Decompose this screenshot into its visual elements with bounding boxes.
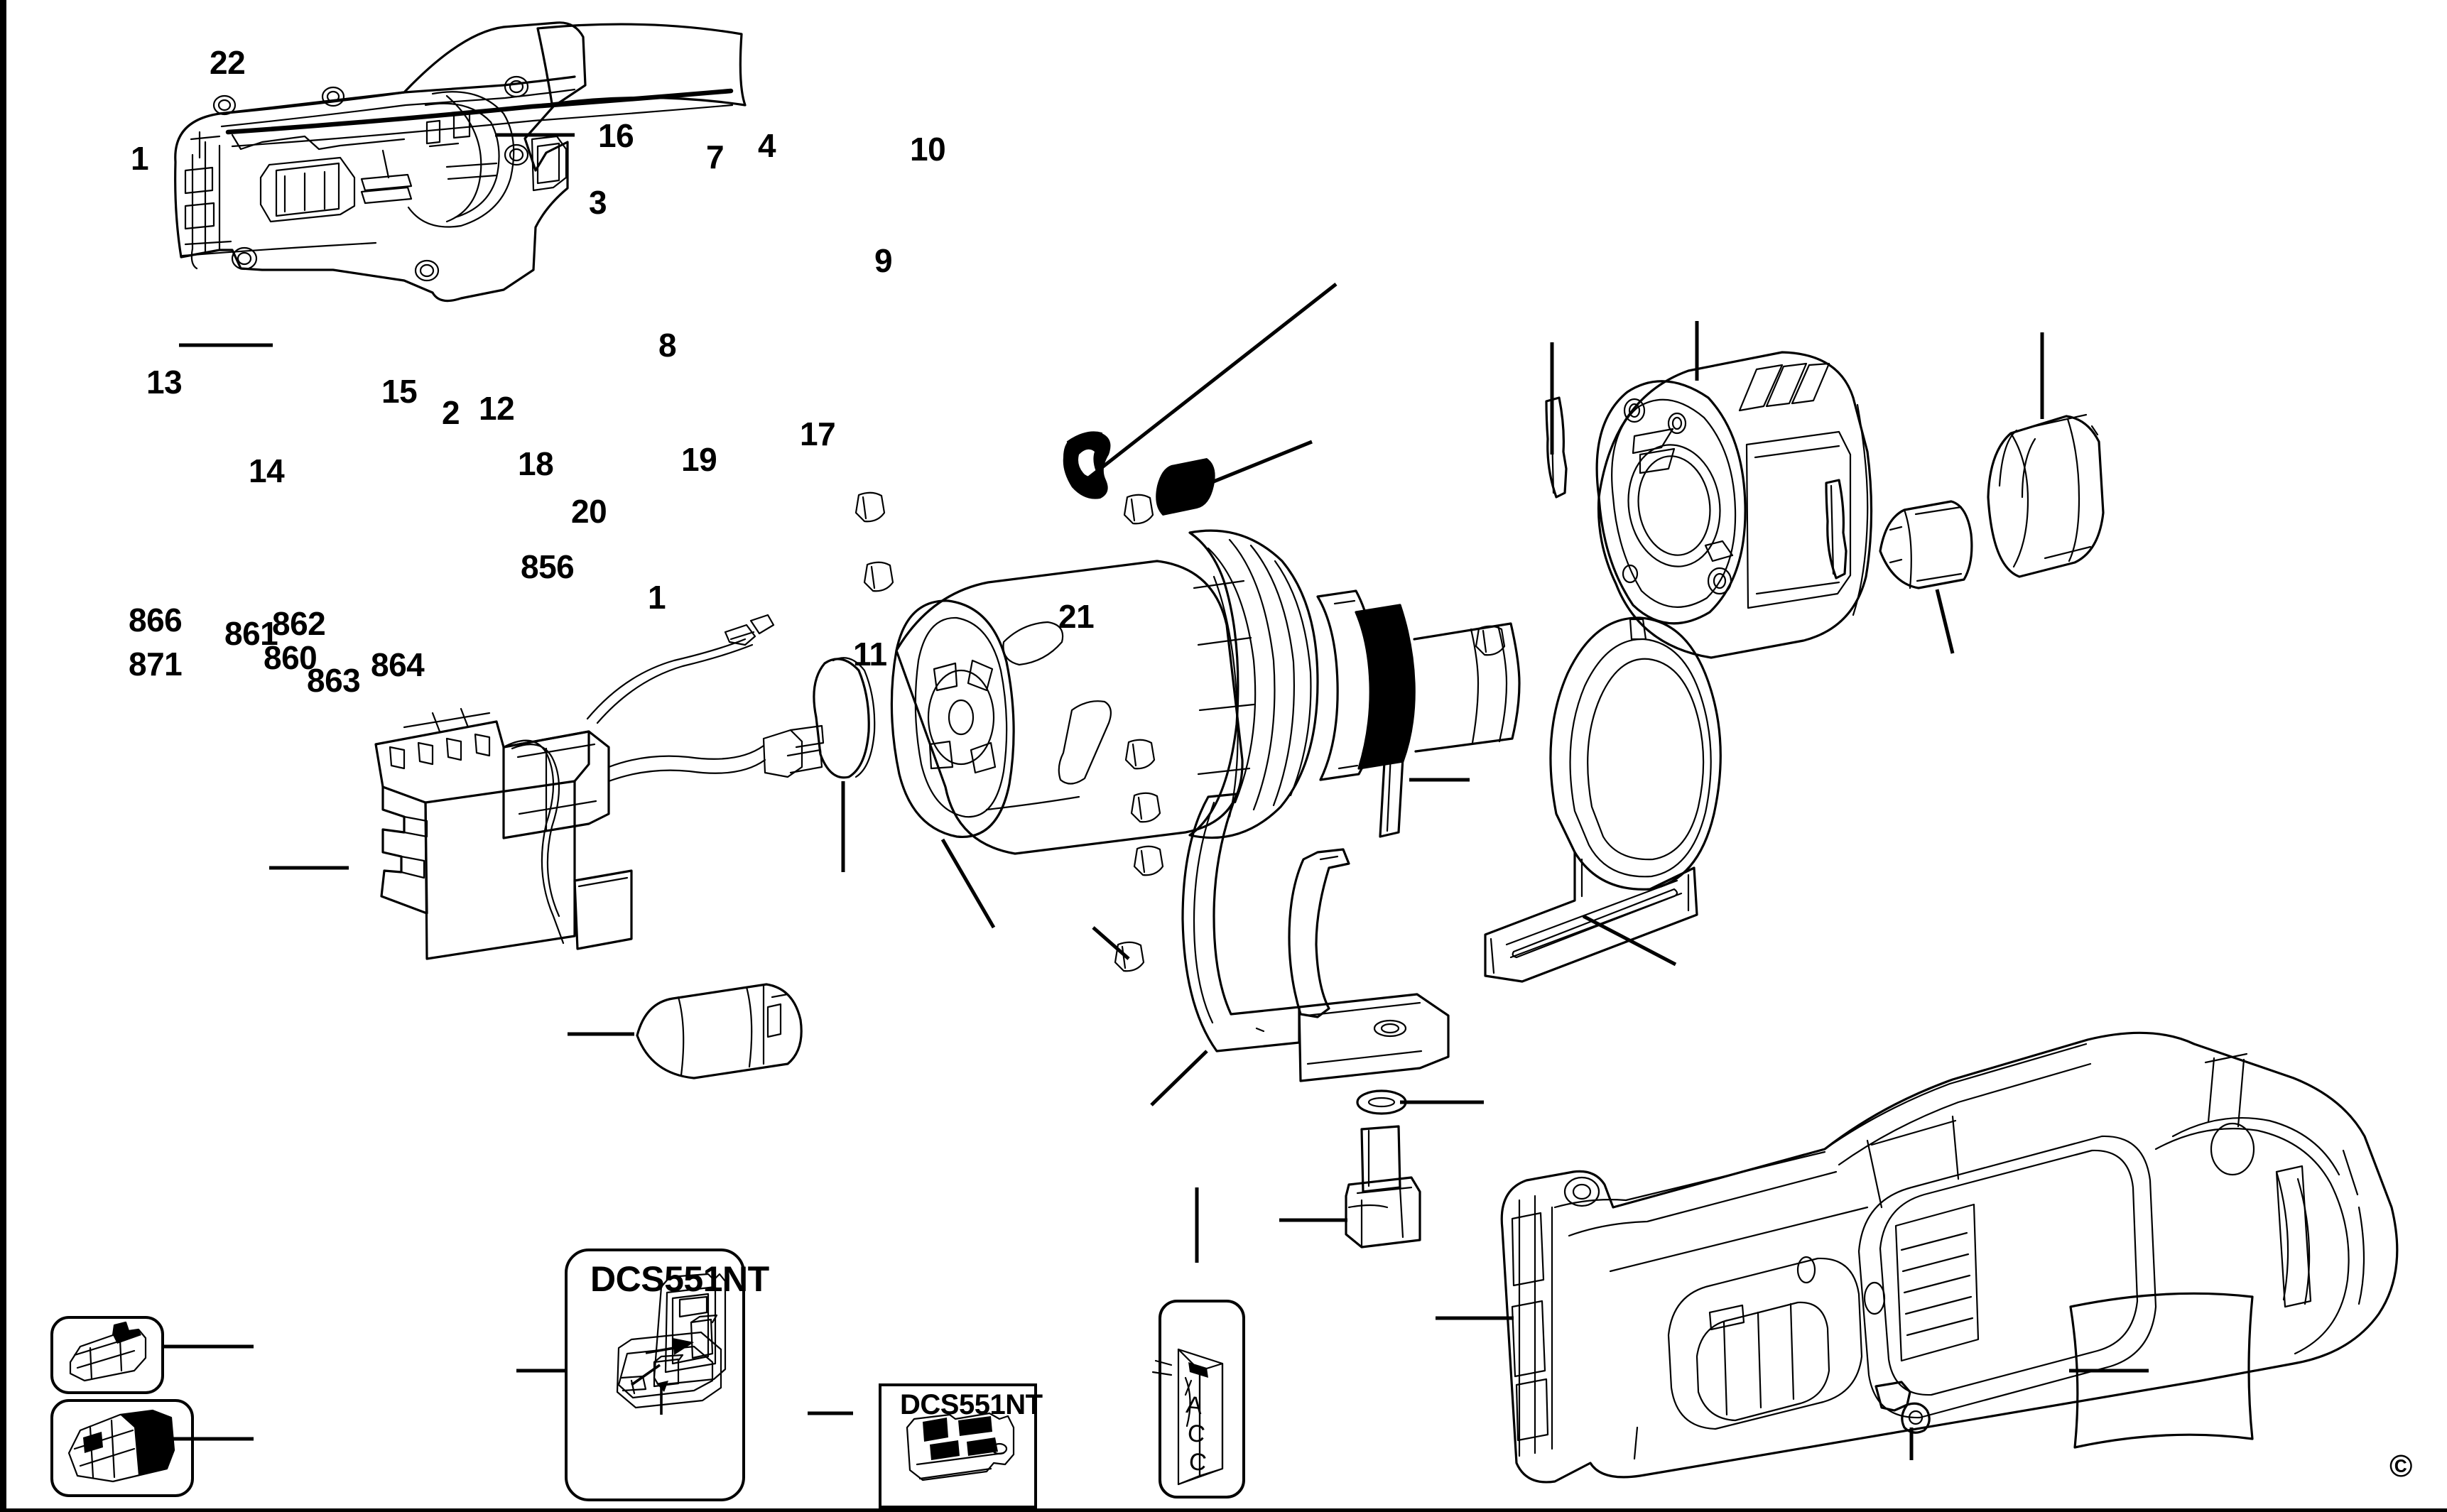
- callout-18: 18: [518, 445, 554, 482]
- callout-15: 15: [381, 373, 418, 410]
- part-3-spring: [1156, 458, 1215, 516]
- part-11-screw: [1874, 1381, 1931, 1434]
- callout-3: 3: [589, 184, 607, 221]
- callout-22: 22: [210, 44, 246, 81]
- kit-box-861: [565, 1249, 745, 1501]
- callout-9: 9: [874, 242, 893, 279]
- callout-14: 14: [249, 452, 285, 489]
- part-17-depth-guide-ring: [1484, 616, 1722, 983]
- part-8-key: [1379, 731, 1406, 838]
- callout-4: 4: [758, 127, 776, 164]
- part-1-housing-half-left: [174, 21, 734, 303]
- callout-863: 863: [307, 662, 361, 699]
- kit-box-861-title: DCS551NT: [590, 1259, 769, 1299]
- callout-21: 21: [1058, 598, 1095, 635]
- part-13-switch-assembly: [374, 614, 825, 960]
- part-16-retaining-clip: [1063, 431, 1111, 499]
- part-7-clip-pin-right: [1825, 479, 1848, 580]
- acc-letter-c1: C: [1186, 1419, 1206, 1449]
- callout-20: 20: [571, 493, 607, 530]
- part-9-collet: [1879, 500, 1973, 589]
- callout-8: 8: [658, 327, 677, 364]
- callout-12: 12: [479, 390, 515, 427]
- part-21-label-plate: [2069, 1292, 2254, 1449]
- callout-860: 860: [264, 639, 318, 676]
- callout-16: 16: [598, 117, 634, 154]
- part-box-866: [50, 1316, 164, 1394]
- callout-866: 866: [129, 602, 183, 638]
- callout-10: 10: [910, 131, 946, 168]
- part-15-end-cap: [813, 657, 876, 779]
- part-19-o-ring: [1356, 1089, 1407, 1115]
- callout-17: 17: [800, 415, 836, 452]
- part-22-label-plate-upper: [536, 23, 747, 107]
- part-box-856: [1159, 1300, 1245, 1499]
- callout-7: 7: [706, 138, 725, 175]
- part-14-terminal-block: [636, 983, 803, 1079]
- part-1-housing-half-right: [1500, 1031, 2399, 1484]
- callout-1-right: 1: [648, 579, 666, 616]
- callout-871: 871: [129, 646, 183, 682]
- part-4-gear-case: [1595, 351, 1873, 659]
- acc-letter-a: A: [1185, 1391, 1204, 1420]
- kit-box-864: [879, 1383, 1037, 1508]
- part-18-guide-bracket: [1181, 793, 1450, 1082]
- part-12-screw-set: [854, 491, 1506, 972]
- callout-13: 13: [146, 364, 183, 401]
- part-10-collet-nut: [1987, 413, 2105, 578]
- part-box-871: [50, 1399, 194, 1497]
- diagram-canvas: [164, 21, 2399, 1484]
- callout-862: 862: [272, 605, 326, 642]
- callout-2: 2: [442, 394, 460, 431]
- part-2-motor-armature: [890, 529, 1521, 855]
- part-20-adjust-knob: [1345, 1125, 1421, 1249]
- callout-11: 11: [853, 636, 887, 673]
- callout-19: 19: [681, 441, 717, 478]
- callout-864: 864: [371, 646, 425, 683]
- acc-letter-c2: C: [1188, 1447, 1208, 1477]
- callout-861: 861: [224, 615, 278, 652]
- callout-856: 856: [521, 548, 575, 585]
- part-7-clip-pin-left: [1545, 396, 1568, 499]
- callout-1-left: 1: [131, 140, 149, 177]
- copyright-mark: ©: [2389, 1449, 2413, 1484]
- kit-box-864-title: DCS551NT: [900, 1389, 1043, 1420]
